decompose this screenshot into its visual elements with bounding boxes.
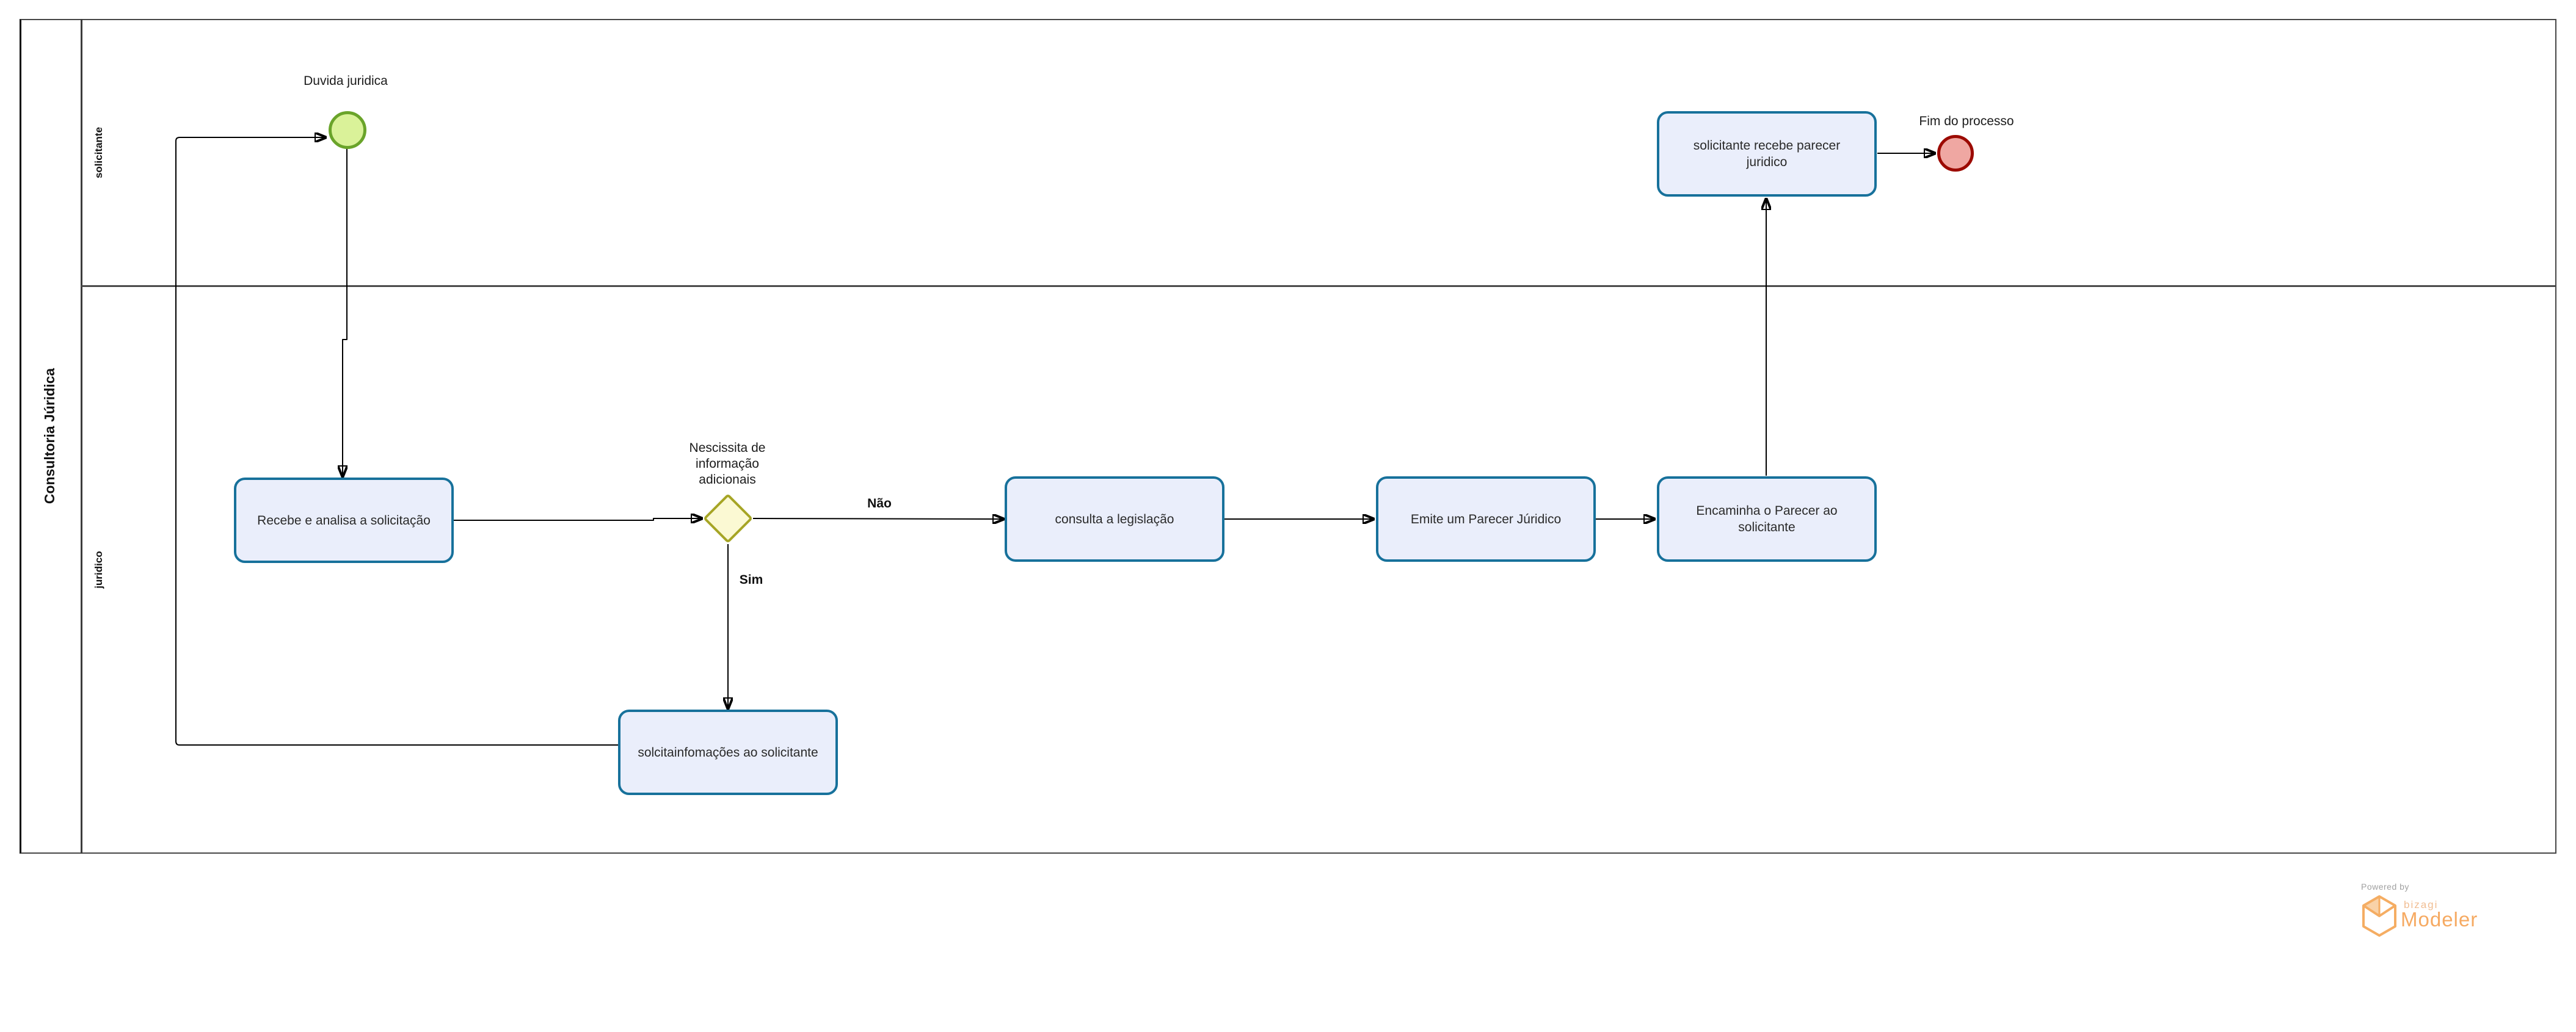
powered-by-text: Powered by — [2361, 882, 2409, 892]
start-event-label: Duvida juridica — [304, 74, 388, 88]
task-label: solicitante recebe parecer juridico — [1693, 139, 1841, 169]
edge-label-sim: Sim — [739, 573, 763, 587]
flow-solicita-info-loop-to-start — [175, 137, 618, 746]
flow-recebe-to-gateway — [454, 518, 702, 520]
task-label: Encaminha o Parecer ao solicitante — [1696, 504, 1838, 534]
start-event[interactable] — [329, 111, 366, 149]
task-label: Recebe e analisa a solicitação — [257, 513, 431, 528]
task-consulta-legislacao[interactable]: consulta a legislação — [1005, 476, 1224, 562]
flow-start-to-recebe — [343, 148, 347, 476]
task-solicita-informacoes[interactable]: solcitainfomações ao solicitante — [618, 710, 838, 795]
bizagi-brand-text: bizagi — [2404, 899, 2439, 910]
task-label: Emite um Parecer Júridico — [1410, 512, 1562, 526]
end-event-label: Fim do processo — [1919, 114, 2014, 128]
task-recebe-parecer[interactable]: solicitante recebe parecer juridico — [1657, 111, 1877, 197]
task-encaminha-parecer[interactable]: Encaminha o Parecer ao solicitante — [1657, 476, 1877, 562]
edge-label-nao: Não — [867, 496, 892, 511]
pool — [20, 19, 2556, 854]
task-recebe-analisa[interactable]: Recebe e analisa a solicitação — [234, 478, 454, 563]
end-event[interactable] — [1937, 135, 1974, 172]
lane-divider — [81, 285, 2555, 287]
task-label: consulta a legislação — [1055, 512, 1174, 526]
gateway-label: Nescissita de informação adicionais — [689, 441, 766, 487]
modeler-product-text: Modeler — [2401, 908, 2478, 931]
pool-title-divider — [81, 19, 82, 854]
task-label: solcitainfomações ao solicitante — [638, 745, 818, 760]
task-emite-parecer[interactable]: Emite um Parecer Júridico — [1376, 476, 1596, 562]
flow-gateway-nao-to-consulta — [752, 518, 1003, 519]
bizagi-logo-icon — [2362, 895, 2396, 937]
